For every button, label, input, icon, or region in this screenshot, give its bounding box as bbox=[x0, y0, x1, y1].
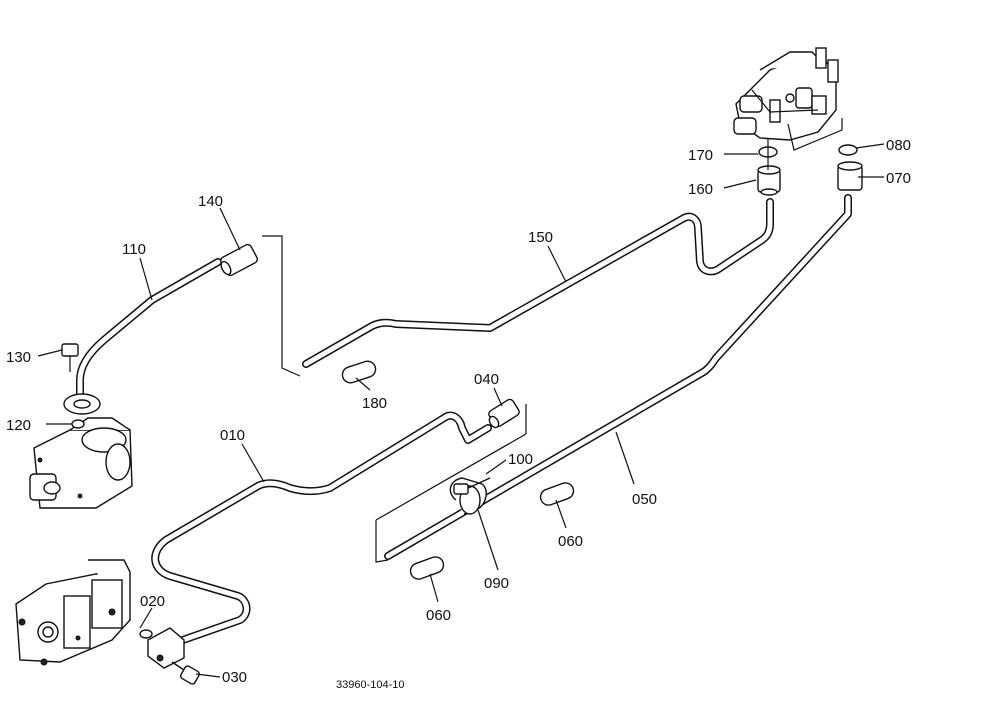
nut-140 bbox=[220, 243, 258, 277]
assembly-lines bbox=[262, 118, 843, 563]
callouts: 010 020 030 040 050 060 060 070 080 090 … bbox=[6, 137, 911, 686]
sleeve-180 bbox=[341, 360, 377, 384]
pipe-010 bbox=[151, 411, 492, 652]
callout-020: 020 bbox=[140, 593, 165, 610]
callout-050: 050 bbox=[632, 491, 657, 508]
callout-140: 140 bbox=[198, 193, 223, 210]
callout-060-lower: 060 bbox=[426, 607, 451, 624]
callout-160: 160 bbox=[688, 181, 713, 198]
pipe-050 bbox=[384, 194, 852, 560]
hydraulic-pump-upper bbox=[29, 417, 133, 509]
leader-lines bbox=[37, 143, 885, 678]
sleeve-060-lower bbox=[409, 556, 445, 580]
bolt-030 bbox=[171, 661, 201, 685]
callout-100: 100 bbox=[508, 451, 533, 468]
callout-150: 150 bbox=[528, 229, 553, 246]
callout-070: 070 bbox=[886, 170, 911, 187]
control-valve bbox=[733, 47, 839, 141]
bolt-100 bbox=[453, 477, 491, 495]
pipe-110 bbox=[76, 258, 222, 406]
nut-040 bbox=[488, 398, 520, 429]
pipe-150 bbox=[302, 198, 774, 368]
callout-080: 080 bbox=[886, 137, 911, 154]
callout-120: 120 bbox=[6, 417, 31, 434]
hydraulic-pump-lower bbox=[15, 559, 131, 666]
callout-060-upper: 060 bbox=[558, 533, 583, 550]
adapter-160 bbox=[757, 165, 781, 196]
callout-170: 170 bbox=[688, 147, 713, 164]
callout-090: 090 bbox=[484, 575, 509, 592]
callout-030: 030 bbox=[222, 669, 247, 686]
o-ring-080 bbox=[838, 144, 858, 156]
sleeve-060-upper bbox=[539, 482, 575, 506]
callout-040: 040 bbox=[474, 371, 499, 388]
callout-010: 010 bbox=[220, 427, 245, 444]
callout-110: 110 bbox=[122, 241, 146, 258]
pipe-flange bbox=[139, 627, 185, 669]
callout-130: 130 bbox=[6, 349, 31, 366]
adapter-070 bbox=[837, 161, 863, 191]
callout-180: 180 bbox=[362, 395, 387, 412]
bolt-130 bbox=[61, 343, 79, 372]
drawing-reference-number: 33960-104-10 bbox=[336, 679, 405, 691]
